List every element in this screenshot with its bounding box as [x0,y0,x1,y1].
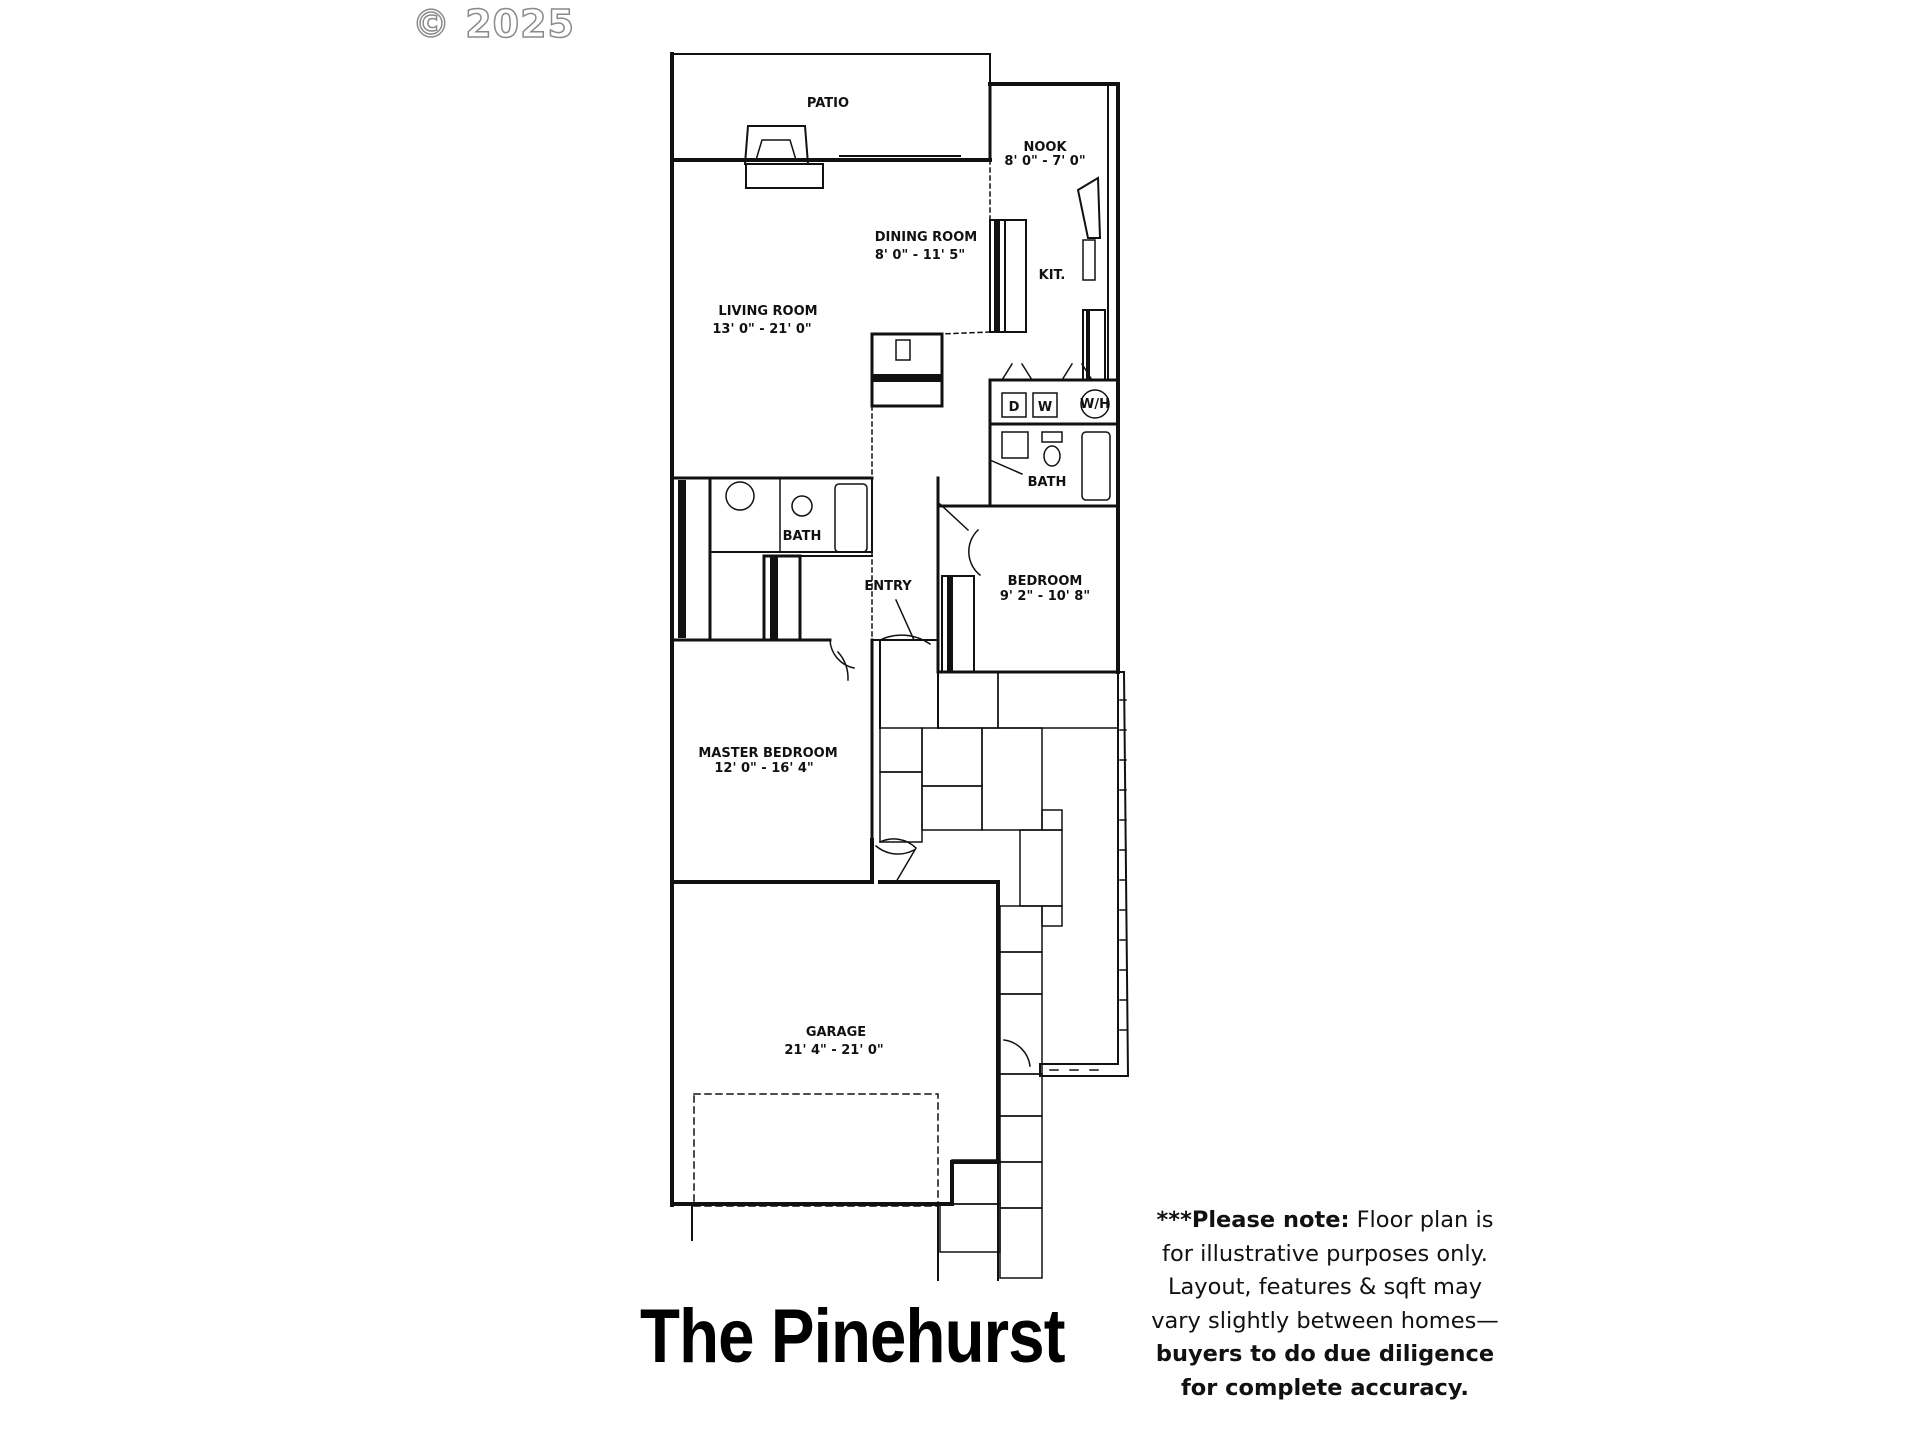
bedroom-closet [941,575,975,673]
nook-dimensions: 8' 0" - 7' 0" [1004,154,1085,169]
kitchen-peninsula [989,219,1027,333]
patio-label: PATIO [807,96,849,111]
disclaimer-body: Floor plan is for illustrative purposes … [1151,1207,1499,1334]
plan-title: The Pinehurst [640,1294,1065,1379]
linen-closet [870,332,944,408]
dryer-label: D [1009,400,1020,415]
garage-dimensions: 21' 4" - 21' 0" [784,1043,883,1058]
living-room-dimensions: 13' 0" - 21' 0" [712,322,811,337]
disclaimer-note: ***Please note: Floor plan is for illust… [1140,1204,1510,1405]
nook-label: NOOK [1023,140,1067,155]
master-closet-north [762,554,802,642]
master-bath-label: BATH [783,529,822,544]
bedroom-label: BEDROOM [1008,574,1083,589]
walkway-pavers [879,671,1119,1279]
garage-label: GARAGE [806,1025,866,1040]
dining-room-dimensions: 8' 0" - 11' 5" [875,248,965,263]
living-room-label: LIVING ROOM [718,304,817,319]
washer-label: W [1038,400,1052,415]
dining-room-label: DINING ROOM [875,230,977,245]
courtyard-fence [1039,671,1130,1077]
garage-parking-outline [693,1093,939,1207]
garage-walls [670,838,1000,1206]
kitchen-label: KIT. [1039,268,1066,283]
copyright-watermark: © 2025 [411,1,575,47]
master-bedroom-label: MASTER BEDROOM [698,746,837,761]
master-closet-west [670,476,712,642]
hall-bath-label: BATH [1028,475,1067,490]
bedroom-dimensions: 9' 2" - 10' 8" [1000,589,1090,604]
disclaimer-emphasis: buyers to do due diligence for complete … [1155,1341,1495,1401]
entry-door [879,599,932,646]
entry-label: ENTRY [864,579,912,594]
water-heater-label: W/H [1080,397,1110,412]
disclaimer-lead: ***Please note: [1156,1207,1350,1233]
master-bedroom-dimensions: 12' 0" - 16' 4" [714,761,813,776]
fireplace [743,125,824,189]
